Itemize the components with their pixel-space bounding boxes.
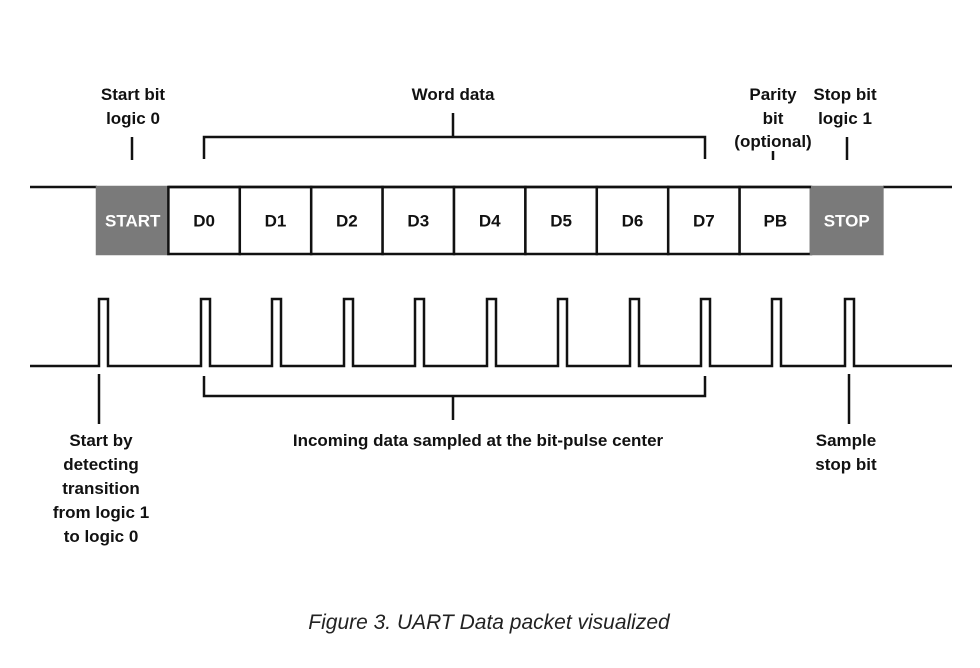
frame-cell-d7 bbox=[666, 185, 741, 256]
start-bit-label-line1: Start bit bbox=[101, 85, 166, 104]
parity-label-line3: (optional) bbox=[734, 132, 811, 151]
sample-stop-line2: stop bit bbox=[815, 455, 877, 474]
frame-cell-label-d7: D7 bbox=[693, 212, 715, 231]
frame-cell-label-d5: D5 bbox=[550, 212, 572, 231]
start-detect-line1: Start by bbox=[69, 431, 133, 450]
incoming-data-label: Incoming data sampled at the bit-pulse c… bbox=[293, 431, 664, 450]
parity-label-line1: Parity bbox=[749, 85, 797, 104]
frame-cell-label-d3: D3 bbox=[407, 212, 429, 231]
frame-cell-label-d6: D6 bbox=[622, 212, 644, 231]
frame-cell-label-pb: PB bbox=[763, 212, 787, 231]
frame-cell-d2 bbox=[309, 185, 384, 256]
frame-cell-label-stop: STOP bbox=[824, 212, 870, 231]
word-data-label: Word data bbox=[412, 85, 495, 104]
frame-cell-label-d2: D2 bbox=[336, 212, 358, 231]
stop-bit-label-line1: Stop bit bbox=[813, 85, 877, 104]
frame-cell-d6 bbox=[595, 185, 670, 256]
frame-cell-label-start: START bbox=[105, 212, 161, 231]
start-bit-label-line2: logic 0 bbox=[106, 109, 160, 128]
frame-cell-label-d0: D0 bbox=[193, 212, 215, 231]
start-detect-line5: to logic 0 bbox=[64, 527, 139, 546]
frame-cell-d4 bbox=[452, 185, 527, 256]
sample-pulse-train bbox=[30, 297, 952, 368]
word-data-bracket bbox=[202, 113, 707, 159]
start-detect-line2: detecting bbox=[63, 455, 139, 474]
frame-cells: START D0 D1 D2 D3 D4 D5 D6 D7 PB STOP bbox=[95, 185, 884, 256]
sample-stop-line1: Sample bbox=[816, 431, 876, 450]
parity-label-line2: bit bbox=[763, 109, 784, 128]
frame-cell-stop bbox=[809, 185, 884, 256]
frame-cell-d1 bbox=[238, 185, 313, 256]
stop-bit-label-line2: logic 1 bbox=[818, 109, 872, 128]
start-detect-line3: transition bbox=[62, 479, 139, 498]
frame-cell-label-d4: D4 bbox=[479, 212, 501, 231]
frame-cell-label-d1: D1 bbox=[265, 212, 287, 231]
figure-caption: Figure 3. UART Data packet visualized bbox=[308, 611, 671, 634]
frame-cell-d5 bbox=[524, 185, 599, 256]
start-detect-line4: from logic 1 bbox=[53, 503, 149, 522]
incoming-data-bracket bbox=[202, 376, 707, 420]
